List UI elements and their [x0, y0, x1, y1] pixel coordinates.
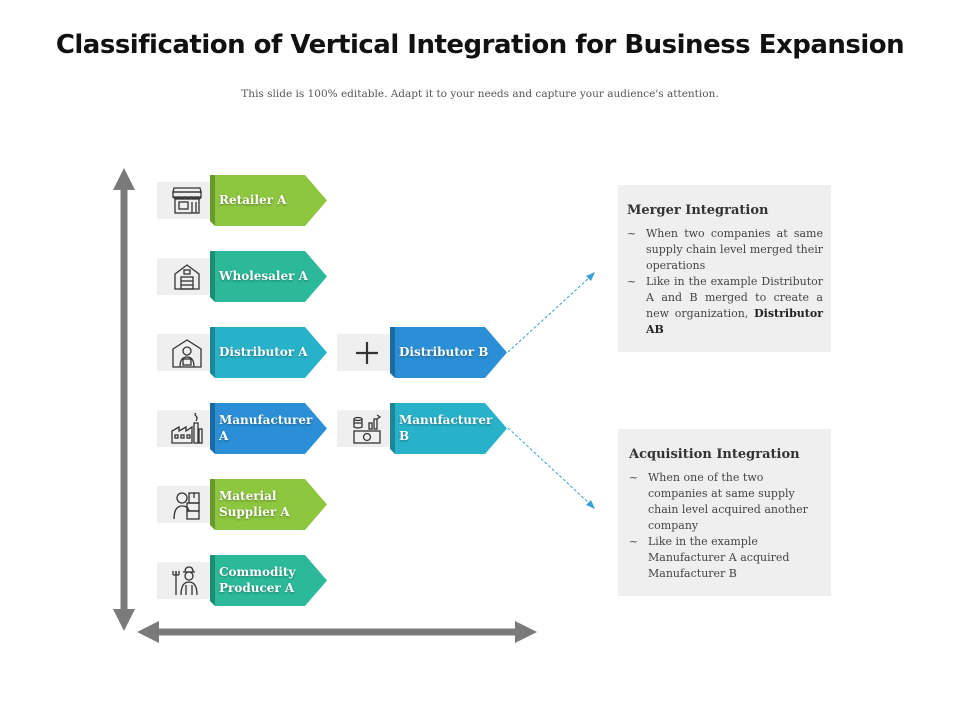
commodity-producer-a-tab: Commodity Producer A [210, 555, 327, 606]
delivery-person-icon [157, 334, 217, 371]
vertical-axis-arrowhead-top [113, 168, 135, 190]
merger-item-text: When two companies at same supply chain … [646, 227, 823, 272]
money-growth-icon [337, 410, 397, 447]
material-supplier-a-label: Material Supplier A [219, 488, 290, 519]
step-wholesaler-a: Wholesaler A [157, 251, 329, 302]
shop-icon [157, 182, 217, 219]
plus-icon [337, 334, 397, 371]
bullet-tilde: ~ [627, 275, 637, 288]
acquisition-item-text: Like in the example Manufacturer A acqui… [648, 535, 790, 580]
farmer-icon [157, 562, 217, 599]
step-retailer-a: Retailer A [157, 175, 329, 226]
distributor-a-label: Distributor A [219, 344, 308, 359]
step-distributor-a: Distributor A [157, 327, 329, 378]
distributor-b-tab: Distributor B [390, 327, 507, 378]
merger-integration-box: Merger Integration ~ When two companies … [618, 185, 831, 352]
acquisition-list: ~ When one of the two companies at same … [629, 470, 823, 582]
acquisition-integration-box: Acquisition Integration ~ When one of th… [618, 429, 831, 596]
merger-item-text: Like in the example Distributor A and B … [646, 275, 823, 320]
material-supplier-a-tab: Material Supplier A [210, 479, 327, 530]
retailer-a-tab: Retailer A [210, 175, 327, 226]
page-subtitle: This slide is 100% editable. Adapt it to… [241, 88, 719, 100]
page-title: Classification of Vertical Integration f… [55, 30, 905, 60]
step-material-supplier-a: Material Supplier A [157, 479, 329, 530]
step-manufacturer-a: Manufacturer A [157, 403, 329, 454]
retailer-a-label: Retailer A [219, 192, 287, 207]
manufacturer-a-label: Manufacturer A [219, 412, 313, 443]
merger-list: ~ When two companies at same supply chai… [627, 226, 823, 338]
horizontal-axis-arrowhead-left [137, 621, 159, 643]
distributor-a-tab: Distributor A [210, 327, 327, 378]
acquisition-item-text: When one of the two companies at same su… [648, 471, 808, 532]
acquisition-connector-arrowhead [586, 500, 595, 509]
merger-title: Merger Integration [627, 203, 769, 218]
merger-item-bold: Distributor AB [646, 307, 823, 336]
manufacturer-b-tab: Manufacturer B [390, 403, 507, 454]
manufacturer-b-label: Manufacturer B [399, 412, 493, 443]
acquisition-title: Acquisition Integration [629, 447, 800, 462]
horizontal-axis-arrowhead-right [515, 621, 537, 643]
manufacturer-a-tab: Manufacturer A [210, 403, 327, 454]
commodity-producer-a-label: Commodity Producer A [219, 564, 296, 595]
step-manufacturer-b: Manufacturer B [337, 403, 509, 454]
bullet-tilde: ~ [629, 471, 639, 484]
vertical-axis-arrowhead-bottom [113, 609, 135, 631]
merger-connector [507, 276, 591, 353]
bullet-tilde: ~ [629, 535, 639, 548]
acquisition-item: ~ When one of the two companies at same … [629, 470, 823, 534]
distributor-b-label: Distributor B [399, 344, 489, 359]
factory-icon [157, 410, 217, 447]
merger-item: ~ Like in the example Distributor A and … [627, 274, 823, 338]
merger-connector-arrowhead [586, 272, 595, 281]
wholesaler-a-tab: Wholesaler A [210, 251, 327, 302]
warehouse-icon [157, 258, 217, 295]
acquisition-connector [507, 427, 591, 505]
wholesaler-a-label: Wholesaler A [219, 268, 308, 283]
merger-item: ~ When two companies at same supply chai… [627, 226, 823, 274]
bullet-tilde: ~ [627, 227, 637, 240]
acquisition-item: ~ Like in the example Manufacturer A acq… [629, 534, 823, 582]
supplier-icon [157, 486, 217, 523]
step-commodity-producer-a: Commodity Producer A [157, 555, 329, 606]
step-distributor-b: Distributor B [337, 327, 509, 378]
